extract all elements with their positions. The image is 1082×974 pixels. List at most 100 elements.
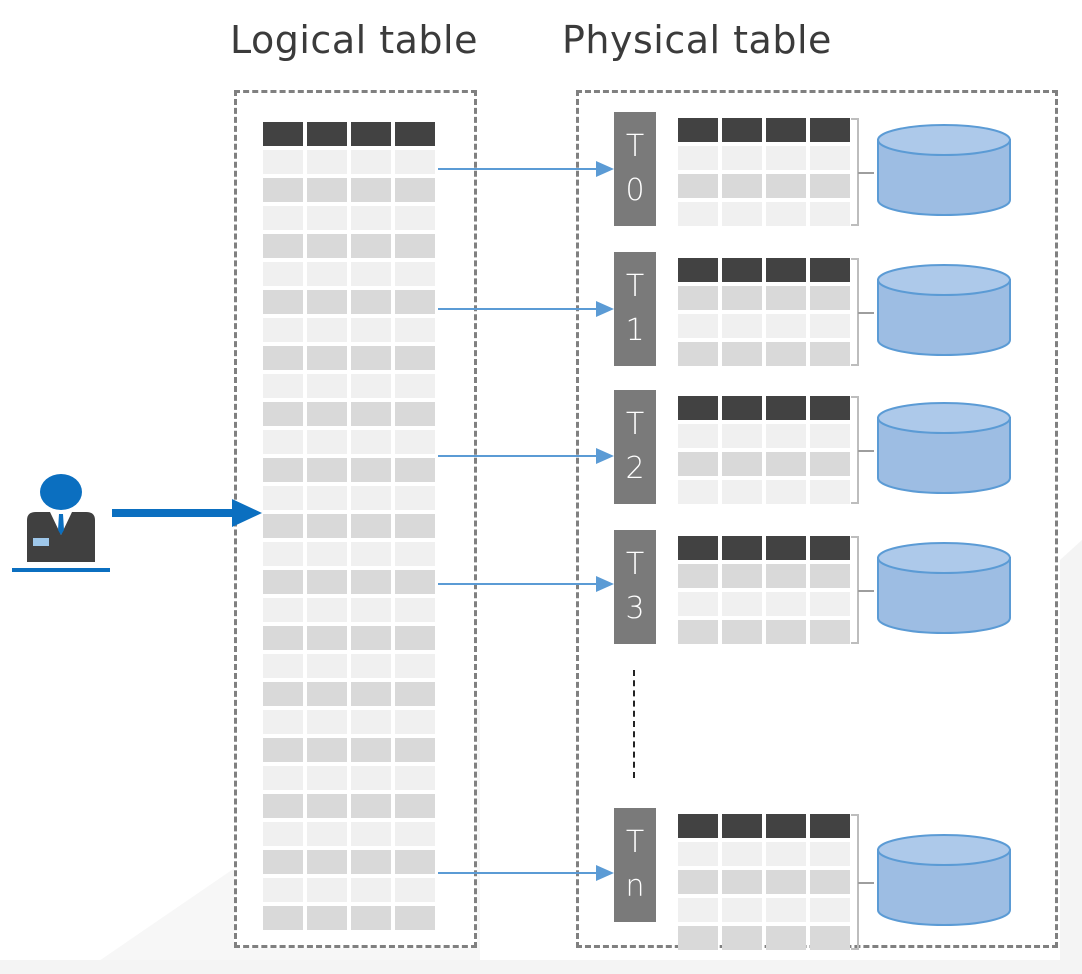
partition-arrow	[438, 448, 614, 464]
logical-cell	[307, 430, 347, 454]
physical-cell	[810, 424, 850, 448]
logical-cell	[263, 570, 303, 594]
physical-cell	[678, 342, 718, 366]
shard-label-index: 1	[625, 313, 645, 348]
logical-cell	[351, 850, 391, 874]
physical-header-cell	[766, 258, 806, 282]
physical-cell	[722, 898, 762, 922]
logical-cell	[307, 458, 347, 482]
logical-cell	[395, 794, 435, 818]
logical-cell	[395, 402, 435, 426]
logical-cell	[307, 654, 347, 678]
logical-cell	[307, 682, 347, 706]
logical-cell	[307, 486, 347, 510]
logical-cell	[263, 514, 303, 538]
logical-cell	[351, 262, 391, 286]
shard-label-index: 0	[625, 173, 645, 208]
logical-cell	[351, 346, 391, 370]
logical-cell	[351, 822, 391, 846]
shard-label-index: 3	[625, 591, 645, 626]
logical-table	[263, 122, 435, 930]
shard-label-index: 2	[625, 451, 645, 486]
logical-cell	[263, 318, 303, 342]
physical-cell	[678, 174, 718, 198]
physical-header-cell	[810, 396, 850, 420]
logical-cell	[263, 542, 303, 566]
physical-cell	[766, 202, 806, 226]
physical-cell	[678, 870, 718, 894]
physical-table-title: Physical table	[562, 18, 832, 62]
physical-header-cell	[722, 536, 762, 560]
logical-cell	[351, 766, 391, 790]
user-person-icon	[12, 474, 110, 572]
logical-cell	[307, 262, 347, 286]
physical-header-cell	[810, 536, 850, 560]
physical-table	[678, 118, 850, 226]
physical-header-cell	[722, 396, 762, 420]
logical-cell	[395, 654, 435, 678]
physical-cell	[810, 174, 850, 198]
physical-cell	[722, 480, 762, 504]
physical-cell	[810, 146, 850, 170]
logical-cell	[307, 822, 347, 846]
physical-header-cell	[810, 118, 850, 142]
physical-header-cell	[678, 118, 718, 142]
logical-cell	[351, 514, 391, 538]
logical-cell	[351, 234, 391, 258]
logical-cell	[263, 346, 303, 370]
logical-cell	[395, 430, 435, 454]
physical-cell	[722, 870, 762, 894]
physical-header-cell	[766, 536, 806, 560]
shard-label-letter: T	[625, 825, 645, 860]
physical-header-cell	[678, 814, 718, 838]
logical-cell	[307, 598, 347, 622]
physical-cell	[678, 424, 718, 448]
physical-cell	[678, 202, 718, 226]
logical-cell	[351, 206, 391, 230]
logical-cell	[263, 626, 303, 650]
logical-cell	[307, 234, 347, 258]
user-to-logical-arrow	[112, 499, 262, 527]
physical-table	[678, 258, 850, 366]
logical-cell	[351, 458, 391, 482]
logical-cell	[263, 850, 303, 874]
logical-cell	[395, 822, 435, 846]
logical-cell	[395, 514, 435, 538]
physical-cell	[810, 480, 850, 504]
physical-cell	[766, 592, 806, 616]
logical-cell	[395, 150, 435, 174]
logical-header-cell	[307, 122, 347, 146]
database-icon	[877, 402, 1011, 494]
physical-table	[678, 536, 850, 644]
physical-cell	[766, 564, 806, 588]
logical-cell	[263, 374, 303, 398]
logical-cell	[307, 290, 347, 314]
physical-cell	[722, 620, 762, 644]
logical-cell	[395, 486, 435, 510]
logical-cell	[263, 178, 303, 202]
physical-header-cell	[810, 814, 850, 838]
logical-cell	[263, 262, 303, 286]
logical-cell	[395, 374, 435, 398]
logical-cell	[351, 402, 391, 426]
physical-table	[678, 814, 850, 950]
logical-cell	[263, 150, 303, 174]
database-icon	[877, 264, 1011, 356]
physical-cell	[766, 342, 806, 366]
logical-cell	[263, 878, 303, 902]
logical-cell	[395, 626, 435, 650]
physical-cell	[810, 926, 850, 950]
physical-cell	[722, 452, 762, 476]
logical-cell	[263, 598, 303, 622]
logical-cell	[307, 542, 347, 566]
logical-cell	[307, 318, 347, 342]
physical-table-container	[576, 90, 1058, 948]
logical-header-cell	[263, 122, 303, 146]
logical-cell	[395, 710, 435, 734]
logical-cell	[263, 766, 303, 790]
logical-cell	[351, 598, 391, 622]
physical-header-cell	[722, 118, 762, 142]
vertical-ellipsis	[633, 670, 635, 778]
